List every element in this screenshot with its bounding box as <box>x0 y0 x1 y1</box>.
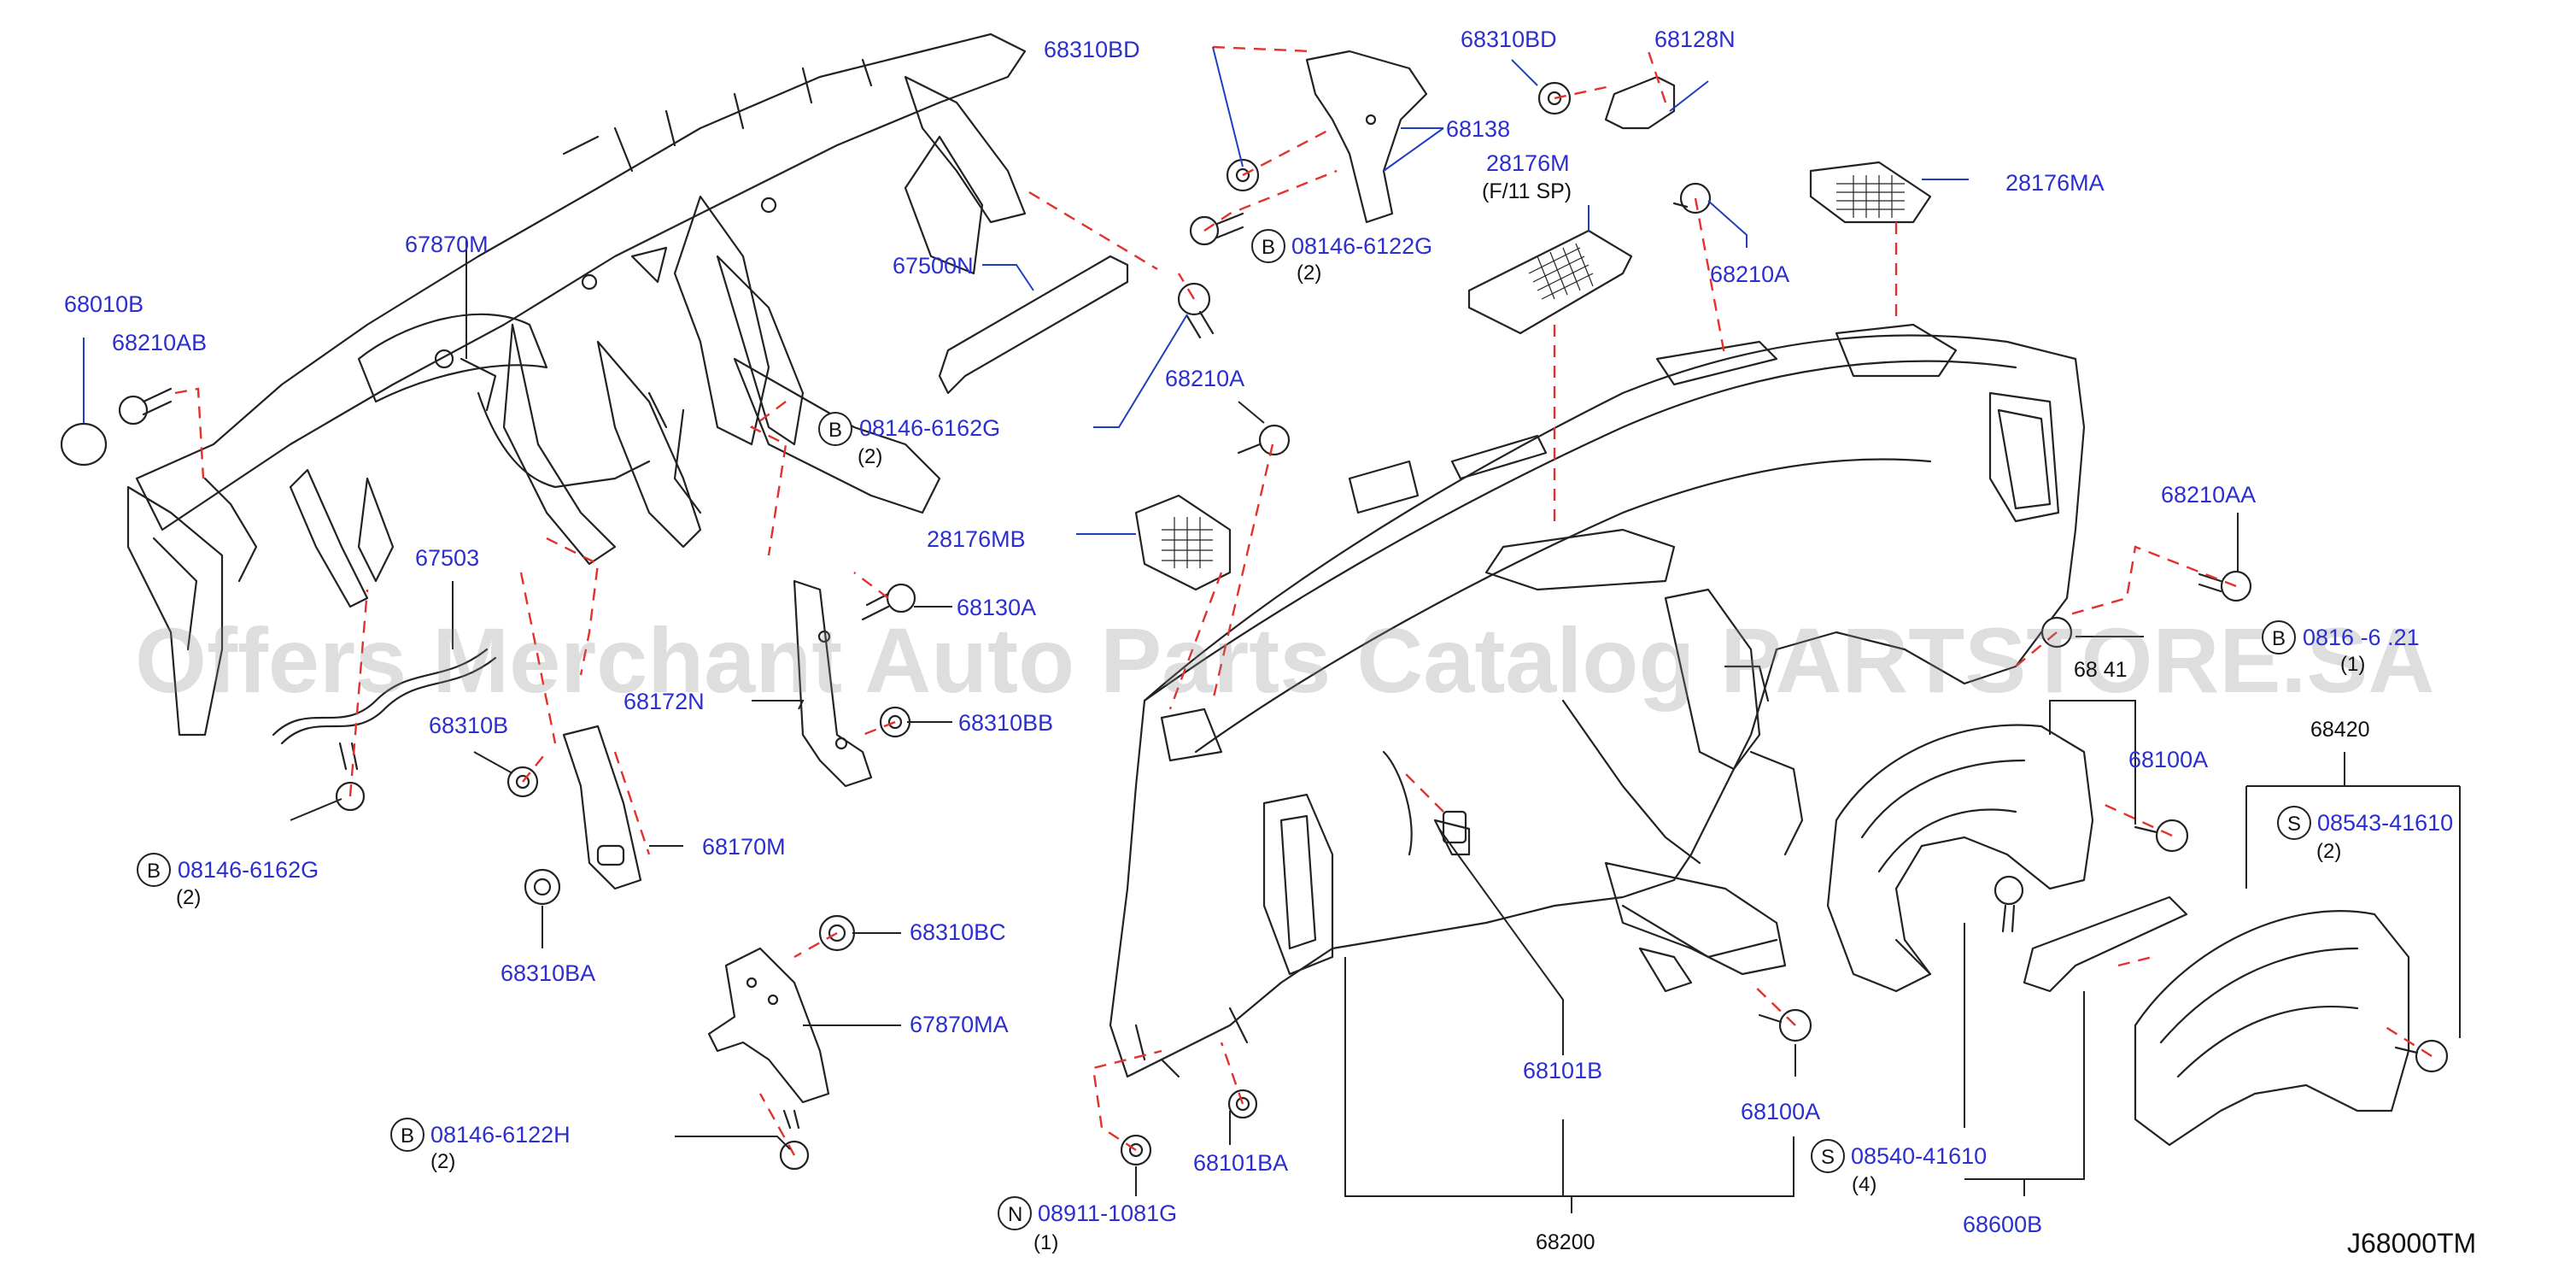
badge-B-6121: B <box>2262 620 2296 655</box>
assembly-guide-lines <box>174 45 2433 1156</box>
label-68600B[interactable]: 68600B <box>1963 1212 2042 1237</box>
svg-text:B: B <box>401 1124 414 1148</box>
knee-cover-68420-part <box>2134 910 2410 1147</box>
svg-text:B: B <box>147 860 161 883</box>
bracket-67500N-part <box>938 255 1129 395</box>
label-68420[interactable]: 68420 <box>2310 718 2370 742</box>
label-68101BA[interactable]: 68101BA <box>1193 1150 1288 1176</box>
label-68100A-bottom[interactable]: 68100A <box>1741 1099 1820 1124</box>
label-08146-6122G[interactable]: 08146-6122G <box>1291 233 1432 259</box>
badge-S-43-41610: S <box>2277 806 2311 840</box>
label-28176M-note: (F/11 SP) <box>1482 179 1572 203</box>
label-68210AB[interactable]: 68210AB <box>112 330 207 355</box>
svg-text:B: B <box>1262 236 1275 259</box>
qty-08146-6121: (1) <box>2340 653 2365 676</box>
label-68310BA[interactable]: 68310BA <box>501 960 595 986</box>
lower-bracket-68600B-part <box>2023 895 2188 993</box>
svg-text:S: S <box>1821 1146 1835 1169</box>
bracket-68172N-part <box>793 579 873 788</box>
label-68210A-top[interactable]: 68210A <box>1710 261 1789 287</box>
bracket-68138-part <box>1305 50 1428 224</box>
knee-cover-68141-part <box>1826 724 2094 993</box>
label-68128N[interactable]: 68128N <box>1654 26 1736 52</box>
qty-08146-6122H: (2) <box>430 1150 455 1173</box>
badge-B-6122G: B <box>1251 229 1285 263</box>
label-08146-6162G-a[interactable]: 08146-6162G <box>859 415 1000 441</box>
label-68138[interactable]: 68138 <box>1446 116 1510 142</box>
instrument-panel-68200-part <box>1109 323 2086 1078</box>
speaker-grille-28176MA-part <box>1809 161 1932 224</box>
label-68310BD-b[interactable]: 68310BD <box>1461 26 1557 52</box>
label-67870M[interactable]: 67870M <box>405 232 489 257</box>
steering-member-part <box>126 32 1027 737</box>
qty-08911-1081G: (1) <box>1033 1231 1058 1254</box>
label-67503[interactable]: 67503 <box>415 545 479 571</box>
bracket-68128N-part <box>1604 75 1676 130</box>
label-08540-41610[interactable]: 08540-41610 <box>1851 1143 1987 1169</box>
svg-text:B: B <box>828 419 842 442</box>
label-68310BB[interactable]: 68310BB <box>958 710 1053 736</box>
qty-08146-6162G-b: (2) <box>176 886 201 909</box>
label-08146-6162G-b[interactable]: 08146-6162G <box>178 857 319 883</box>
label-28176MB[interactable]: 28176MB <box>927 526 1026 552</box>
label-68310B[interactable]: 68310B <box>429 713 508 738</box>
badge-S-40-41610: S <box>1811 1139 1845 1173</box>
label-68141-partial[interactable]: 68 41 <box>2074 658 2128 682</box>
diagram-code: J68000TM <box>2347 1228 2476 1259</box>
bracket-67870MA-part <box>707 947 830 1104</box>
label-68310BC[interactable]: 68310BC <box>910 919 1006 945</box>
qty-08146-6162G-a: (2) <box>858 445 882 468</box>
label-68100A-right[interactable]: 68100A <box>2128 747 2208 772</box>
part-labels: 68310BD 68310BD 68128N 68138 28176M (F/1… <box>64 26 2453 1254</box>
svg-text:N: N <box>1008 1203 1022 1226</box>
svg-text:S: S <box>2287 813 2301 836</box>
label-68170M[interactable]: 68170M <box>702 834 786 860</box>
label-68210AA[interactable]: 68210AA <box>2161 482 2256 508</box>
watermark-text: Offers Merchant Auto Parts Catalog PARTS… <box>135 608 2434 712</box>
label-68101B[interactable]: 68101B <box>1523 1058 1602 1083</box>
label-08543-41610[interactable]: 08543-41610 <box>2317 810 2453 836</box>
label-68310BD-a[interactable]: 68310BD <box>1044 37 1140 62</box>
qty-08543-41610: (2) <box>2316 840 2341 863</box>
badge-B-6122H: B <box>390 1118 424 1152</box>
label-67500N[interactable]: 67500N <box>893 253 974 279</box>
label-28176MA[interactable]: 28176MA <box>2005 170 2105 196</box>
bracket-68170M-part <box>562 725 642 890</box>
label-68130A[interactable]: 68130A <box>957 595 1036 620</box>
qty-08146-6122G: (2) <box>1297 261 1321 285</box>
label-68172N[interactable]: 68172N <box>624 689 705 714</box>
badge-B-6162G-a: B <box>818 412 852 446</box>
label-08146-6121-partial[interactable]: 0816 -6 .21 <box>2303 625 2420 650</box>
label-68200[interactable]: 68200 <box>1536 1230 1595 1254</box>
speaker-grille-28176MB-part <box>1134 494 1232 591</box>
label-08146-6122H[interactable]: 08146-6122H <box>430 1122 571 1148</box>
label-68210A-mid[interactable]: 68210A <box>1165 366 1244 391</box>
badge-N-1081G: N <box>998 1196 1032 1230</box>
label-08911-1081G[interactable]: 08911-1081G <box>1038 1200 1177 1226</box>
label-28176M[interactable]: 28176M <box>1486 150 1570 176</box>
svg-text:B: B <box>2272 627 2286 650</box>
label-67870MA[interactable]: 67870MA <box>910 1012 1009 1037</box>
harness-67503-part <box>272 648 497 745</box>
badge-B-6162G-b: B <box>137 853 171 887</box>
label-68010B[interactable]: 68010B <box>64 291 143 317</box>
speaker-grille-28176M-part <box>1467 229 1633 335</box>
qty-08540-41610: (4) <box>1852 1173 1876 1196</box>
fastener-type-badges: B B B B B N S S <box>137 229 2311 1230</box>
callout-leaders <box>83 46 2461 1213</box>
